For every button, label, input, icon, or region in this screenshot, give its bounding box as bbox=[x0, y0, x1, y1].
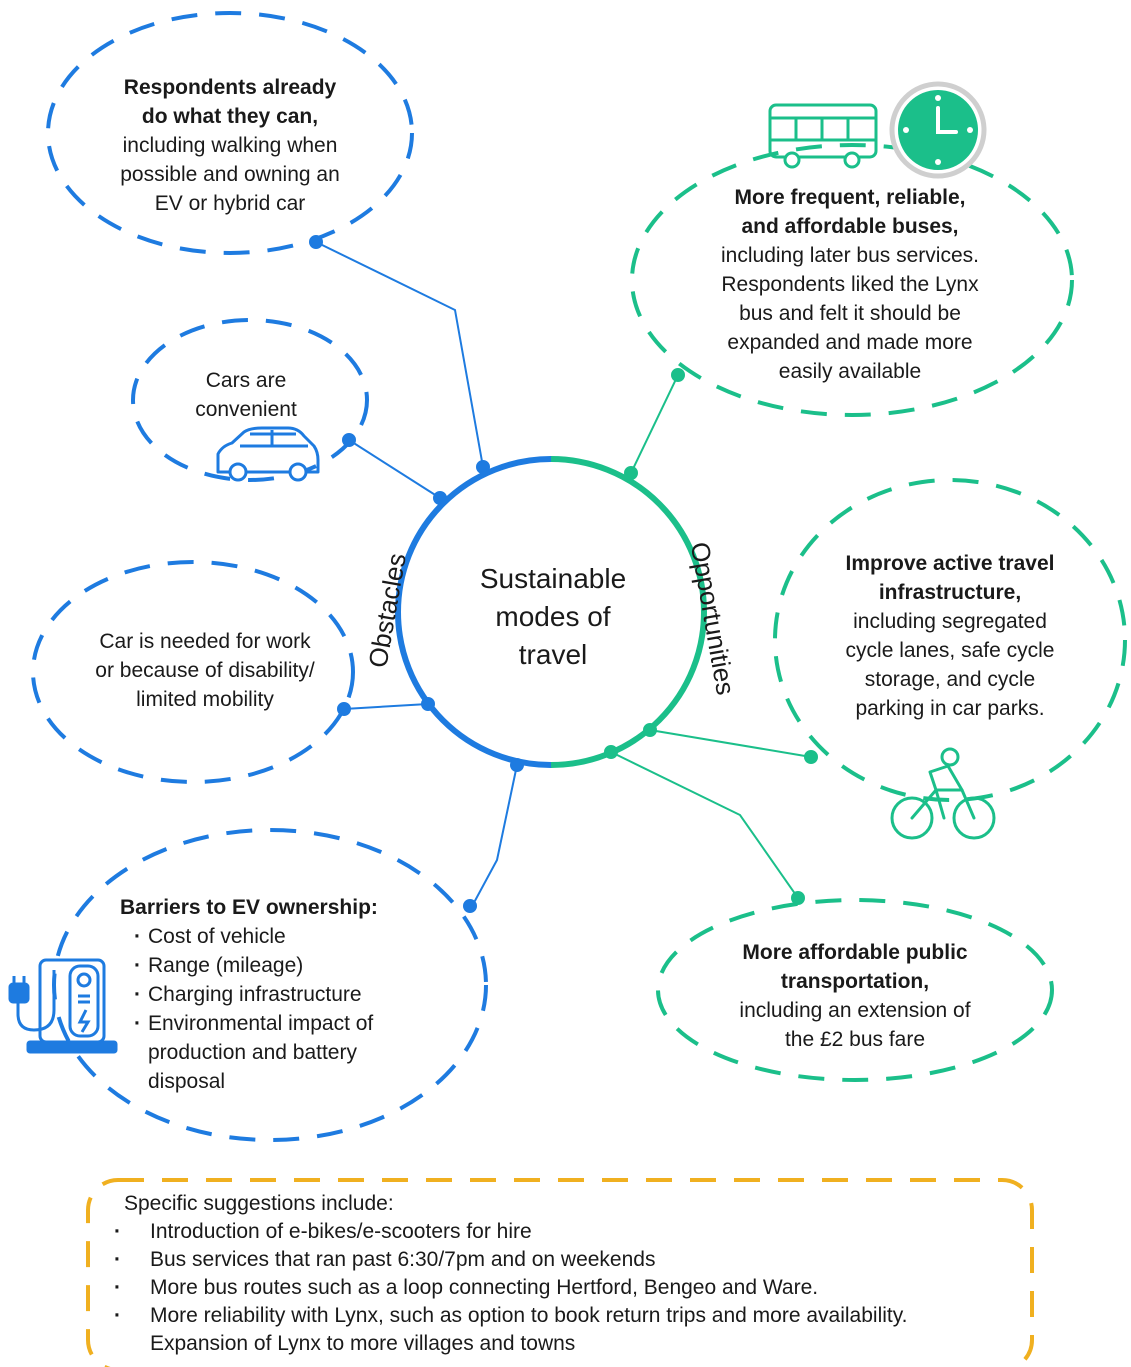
ev-barrier-list: Cost of vehicle Range (mileage) Charging… bbox=[134, 922, 450, 1096]
buses-line-5: bus and felt it should be bbox=[739, 302, 961, 325]
bus-icon bbox=[768, 103, 878, 169]
active-line-3: including segregated bbox=[853, 610, 1047, 633]
already-line-3: including walking when bbox=[122, 134, 338, 157]
obstacle-needed-text: Car is needed for work or because of dis… bbox=[50, 627, 360, 714]
suggestions-box bbox=[86, 1178, 1034, 1367]
cyclist-icon bbox=[890, 747, 996, 840]
active-bold-1: Improve active travel bbox=[845, 552, 1055, 575]
ev-barrier-item: Charging infrastructure bbox=[134, 980, 450, 1009]
convenient-line-1: Cars are bbox=[205, 369, 287, 392]
already-bold-1: Respondents already bbox=[123, 76, 337, 99]
opportunity-buses-text: More frequent, reliable, and affordable … bbox=[665, 183, 1035, 386]
obstacle-ev-text: Barriers to EV ownership: Cost of vehicl… bbox=[120, 893, 450, 1096]
suggestion-item: More bus routes such as a loop connectin… bbox=[108, 1274, 1028, 1302]
opportunity-public-text: More affordable public transportation, i… bbox=[690, 938, 1020, 1054]
public-line-4: the £2 bus fare bbox=[784, 1028, 926, 1051]
suggestion-item: More reliability with Lynx, such as opti… bbox=[108, 1302, 1010, 1358]
buses-bold-2: and affordable buses, bbox=[741, 215, 959, 238]
bubble-needed bbox=[31, 560, 355, 784]
ev-charger-icon bbox=[8, 958, 118, 1054]
ev-title: Barriers to EV ownership: bbox=[120, 896, 378, 919]
obstacles-arc bbox=[395, 456, 552, 768]
ev-barrier-item: Cost of vehicle bbox=[134, 922, 450, 951]
needed-line-1: Car is needed for work bbox=[99, 630, 311, 653]
obstacle-already-text: Respondents already do what they can, in… bbox=[60, 73, 400, 218]
center-line-1: Sustainable bbox=[479, 563, 627, 594]
suggestion-item: Introduction of e-bikes/e-scooters for h… bbox=[108, 1218, 1028, 1246]
opportunity-active-text: Improve active travel infrastructure, in… bbox=[800, 549, 1100, 723]
already-line-5: EV or hybrid car bbox=[154, 192, 306, 215]
ev-barrier-item: Environmental impact of production and b… bbox=[134, 1009, 438, 1096]
car-icon bbox=[216, 426, 320, 482]
convenient-line-2: convenient bbox=[195, 398, 297, 421]
bubble-public-transport bbox=[656, 898, 1054, 1082]
public-bold-2: transportation, bbox=[780, 970, 930, 993]
suggestions-panel: Specific suggestions include: Introducti… bbox=[108, 1190, 1028, 1358]
already-line-4: possible and owning an bbox=[120, 163, 340, 186]
public-bold-1: More affordable public bbox=[742, 941, 968, 964]
buses-line-6: expanded and made more bbox=[727, 331, 973, 354]
already-bold-2: do what they can, bbox=[141, 105, 319, 128]
center-line-2: modes of bbox=[495, 601, 611, 632]
suggestion-item: Bus services that ran past 6:30/7pm and … bbox=[108, 1246, 1028, 1274]
active-bold-2: infrastructure, bbox=[878, 581, 1022, 604]
bubble-active-travel bbox=[773, 478, 1127, 802]
clock-icon bbox=[889, 81, 987, 179]
bubble-buses bbox=[630, 143, 1074, 417]
center-label: Sustainable modes of travel bbox=[440, 560, 666, 674]
suggestions-intro: Specific suggestions include: bbox=[124, 1192, 394, 1215]
center-line-3: travel bbox=[518, 639, 588, 670]
needed-line-2: or because of disability/ bbox=[95, 659, 315, 682]
active-line-6: parking in car parks. bbox=[855, 697, 1045, 720]
bubble-already bbox=[46, 11, 414, 255]
bubble-convenient bbox=[131, 318, 369, 482]
obstacle-convenient-text: Cars are convenient bbox=[160, 366, 332, 424]
suggestions-list: Introduction of e-bikes/e-scooters for h… bbox=[108, 1218, 1028, 1358]
buses-line-7: easily available bbox=[778, 360, 922, 383]
needed-line-3: limited mobility bbox=[136, 688, 274, 711]
buses-line-4: Respondents liked the Lynx bbox=[721, 273, 979, 296]
opportunities-arc bbox=[550, 456, 707, 768]
public-line-3: including an extension of bbox=[739, 999, 971, 1022]
active-line-4: cycle lanes, safe cycle bbox=[845, 639, 1055, 662]
active-line-5: storage, and cycle bbox=[864, 668, 1036, 691]
buses-line-3: including later bus services. bbox=[721, 244, 979, 267]
buses-bold-1: More frequent, reliable, bbox=[734, 186, 966, 209]
ev-barrier-item: Range (mileage) bbox=[134, 951, 450, 980]
